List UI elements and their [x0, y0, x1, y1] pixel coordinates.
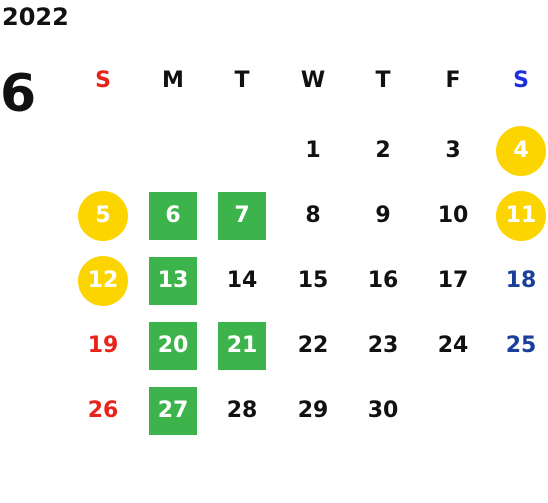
day-cell-square-highlight: 21	[218, 322, 266, 370]
weekday-label: S	[513, 68, 529, 93]
day-cell: 26	[87, 398, 119, 423]
weekday-label: M	[162, 68, 184, 93]
weekday-label: T	[234, 68, 250, 93]
day-cell: 1	[305, 138, 321, 163]
day-cell: 9	[375, 203, 391, 228]
day-cell: 29	[297, 398, 329, 423]
weekday-label: W	[300, 68, 326, 93]
day-cell-square-highlight: 6	[149, 192, 197, 240]
day-cell: 23	[367, 333, 399, 358]
day-cell: 10	[437, 203, 469, 228]
day-cell-square-highlight: 20	[149, 322, 197, 370]
day-cell-circle-highlight: 12	[78, 256, 128, 306]
day-cell: 17	[437, 268, 469, 293]
day-cell: 14	[226, 268, 258, 293]
day-cell-square-highlight: 13	[149, 257, 197, 305]
weekday-label: S	[95, 68, 111, 93]
day-cell: 2	[375, 138, 391, 163]
day-cell: 28	[226, 398, 258, 423]
day-cell: 8	[305, 203, 321, 228]
day-cell-circle-highlight: 11	[496, 191, 546, 241]
day-cell: 3	[445, 138, 461, 163]
weekday-label: T	[375, 68, 391, 93]
day-cell-square-highlight: 27	[149, 387, 197, 435]
day-cell: 15	[297, 268, 329, 293]
day-cell: 22	[297, 333, 329, 358]
calendar-month: 6	[0, 64, 37, 124]
day-cell: 25	[505, 333, 537, 358]
weekday-label: F	[445, 68, 461, 93]
day-cell: 19	[87, 333, 119, 358]
day-cell: 16	[367, 268, 399, 293]
day-cell: 30	[367, 398, 399, 423]
day-cell-circle-highlight: 5	[78, 191, 128, 241]
day-cell-square-highlight: 7	[218, 192, 266, 240]
calendar-year: 2022	[2, 3, 69, 31]
day-cell: 18	[505, 268, 537, 293]
day-cell-circle-highlight: 4	[496, 126, 546, 176]
day-cell: 24	[437, 333, 469, 358]
